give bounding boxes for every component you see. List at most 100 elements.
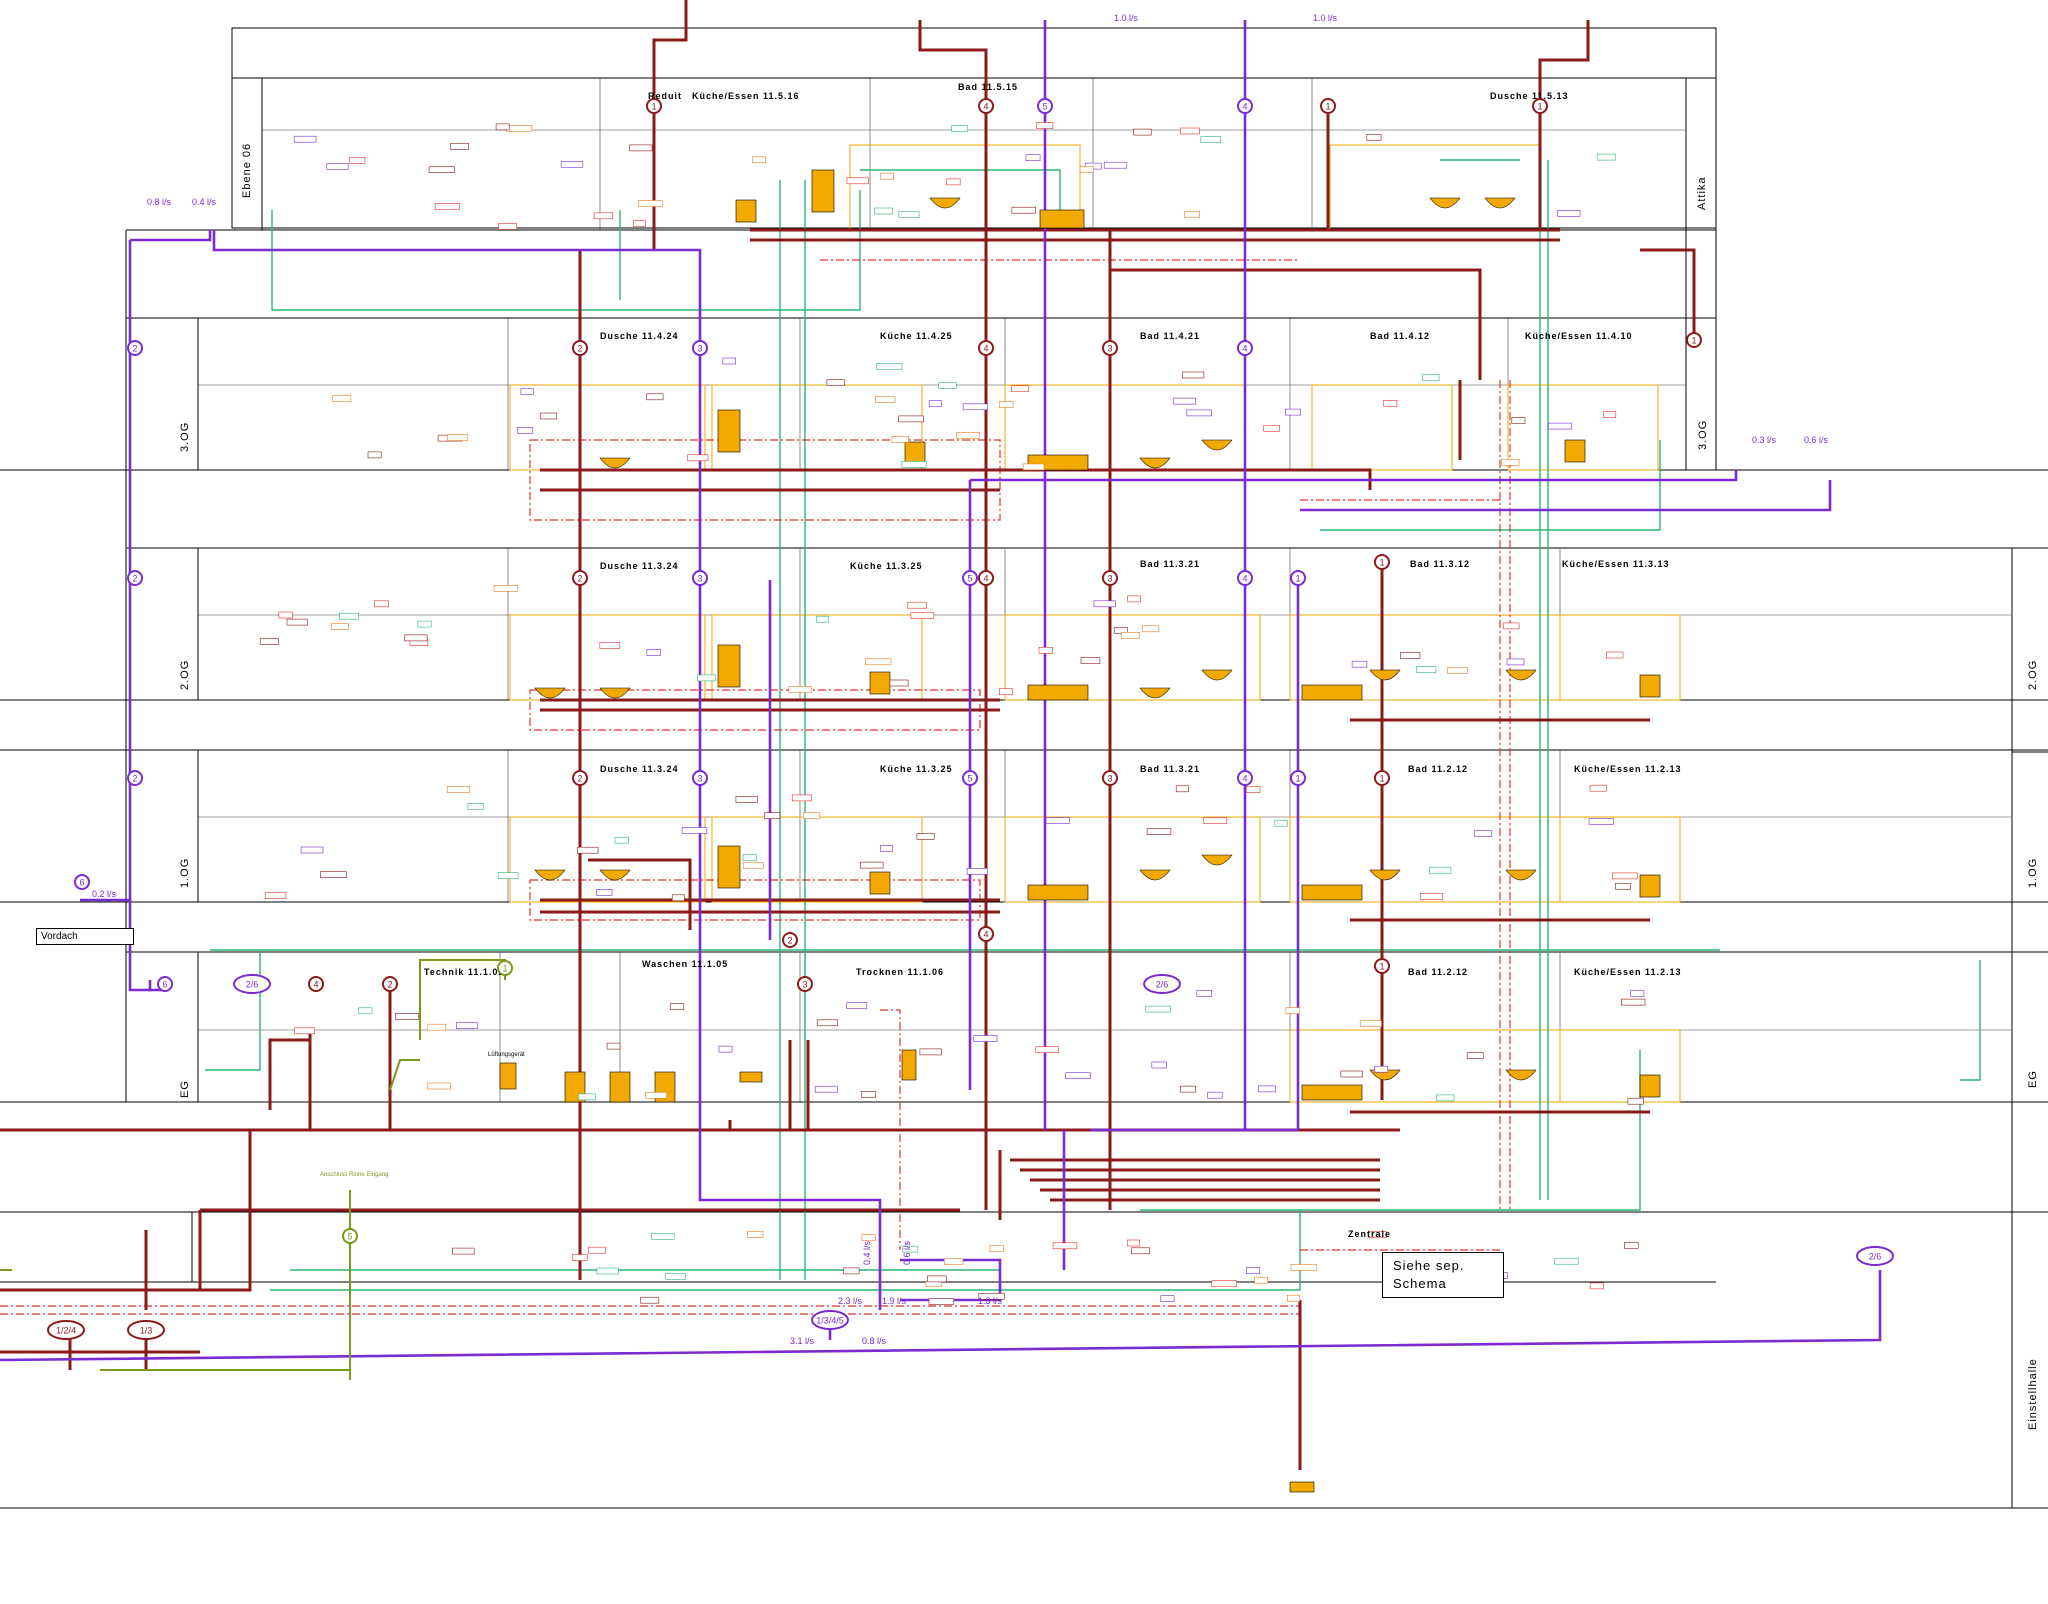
tag-box xyxy=(1079,166,1094,173)
pipe-marker-oval: 2/6 xyxy=(1143,974,1181,994)
tag-box xyxy=(1196,989,1213,997)
pipe-marker-label: 3 xyxy=(697,774,702,784)
washbasin-icon xyxy=(1369,869,1401,881)
tag-box xyxy=(665,1273,686,1280)
tag-box xyxy=(560,161,584,168)
pipe-marker: 3 xyxy=(1102,340,1118,356)
tag-box xyxy=(1416,666,1437,674)
pipe-marker-label: 5 xyxy=(347,1232,352,1242)
tag-box xyxy=(752,156,766,164)
tag-box xyxy=(1180,1085,1196,1093)
tag-box xyxy=(1184,211,1200,218)
tag-box xyxy=(1263,424,1280,432)
washbasin-icon xyxy=(1369,669,1401,681)
room-dusche-1og: Dusche 11.3.24 xyxy=(600,764,679,774)
tag-box xyxy=(1175,785,1189,793)
tag-box xyxy=(1025,154,1041,161)
tag-box xyxy=(735,796,758,803)
tag-box xyxy=(1200,136,1221,143)
tag-box xyxy=(999,401,1014,408)
pipe-marker: 2 xyxy=(382,976,398,992)
flow-top-left: 1.0 l/s xyxy=(1114,13,1139,23)
pipe-marker-label: 4 xyxy=(1242,574,1247,584)
tag-box xyxy=(1474,830,1493,837)
pipe-marker-label: 3 xyxy=(1107,574,1112,584)
pipe-marker: 4 xyxy=(1237,770,1253,786)
pipe-marker: 2 xyxy=(572,570,588,586)
tag-box xyxy=(1383,399,1398,407)
room-kueche-eg: Küche/Essen 11.2.13 xyxy=(1574,967,1682,977)
bathtub-icon xyxy=(1301,684,1363,701)
tag-box xyxy=(455,1022,478,1030)
pipe-marker: 3 xyxy=(692,570,708,586)
pipe-marker: 1 xyxy=(1374,554,1390,570)
tag-box xyxy=(447,434,469,441)
tag-box xyxy=(747,1231,764,1238)
room-bad-11412: Bad 11.4.12 xyxy=(1370,331,1430,341)
level-attika: Attika xyxy=(1696,176,1708,210)
tag-box xyxy=(596,889,613,896)
tag-box xyxy=(331,623,349,631)
pipe-marker-label: 4 xyxy=(313,980,318,990)
tag-box xyxy=(898,211,920,218)
tag-box xyxy=(669,1003,685,1010)
pipe-marker-oval: 2/6 xyxy=(1856,1246,1894,1266)
tag-box xyxy=(978,1293,1005,1300)
tag-box xyxy=(803,812,821,819)
tag-box xyxy=(916,833,935,840)
tag-box xyxy=(743,862,764,869)
tag-box xyxy=(1340,1070,1363,1078)
tag-box xyxy=(1501,458,1520,466)
lueftungsgeraet-label: Lüftungsgerät xyxy=(488,1052,525,1058)
flow-mid-b: 0.6 l/s xyxy=(902,1240,912,1265)
room-technik: Technik 11.1.02 xyxy=(424,967,504,977)
pipe-marker-oval-label: 1/3 xyxy=(140,1326,153,1336)
pipe-marker-label: 1 xyxy=(1295,574,1300,584)
room-kueche-1og: Küche 11.3.25 xyxy=(880,764,953,774)
pipe-marker: 2 xyxy=(572,770,588,786)
tag-box xyxy=(1548,422,1572,430)
tag-box xyxy=(646,393,664,401)
pipe-marker: 2 xyxy=(127,770,143,786)
tag-box xyxy=(332,395,352,402)
siehe-line-1: Siehe sep. xyxy=(1393,1258,1465,1273)
flow-bot-b: 1.9 l/s xyxy=(882,1296,907,1306)
washbasin-icon xyxy=(599,687,631,699)
pipe-marker-label: 1 xyxy=(1379,962,1384,972)
roof-band xyxy=(231,27,1717,79)
bathtub-icon xyxy=(1027,884,1089,901)
room-bad-11515: Bad 11.5.15 xyxy=(958,82,1018,92)
pipe-marker-label: 3 xyxy=(1107,774,1112,784)
tag-box xyxy=(742,854,757,861)
tag-box xyxy=(493,584,519,592)
tag-box xyxy=(1368,1231,1388,1238)
tag-box xyxy=(1246,786,1261,793)
tag-box xyxy=(452,1247,475,1255)
washbasin-icon xyxy=(1139,687,1171,699)
tag-box xyxy=(1151,1061,1167,1069)
pipe-marker-oval-label: 1/3/4/5 xyxy=(816,1316,844,1326)
siehe-line-2: Schema xyxy=(1393,1276,1447,1291)
room-bad-1og: Bad 11.3.21 xyxy=(1140,764,1200,774)
tag-box xyxy=(374,600,389,608)
stove-icon xyxy=(1639,874,1661,898)
level-labels: Ebene 06 Attika 3.OG 3.OG 2.OG 2.OG 1.OG… xyxy=(179,143,2039,1430)
level-2og-left: 2.OG xyxy=(179,660,191,690)
room-kueche-11516: Küche/Essen 11.5.16 xyxy=(692,91,800,101)
tag-box xyxy=(1160,1295,1175,1302)
tag-box xyxy=(816,615,829,623)
tag-box xyxy=(1145,1005,1171,1013)
level-eg-left: EG xyxy=(179,1080,191,1098)
level-band-eg xyxy=(125,951,199,1103)
tag-box xyxy=(651,1233,675,1240)
pipe-marker: 4 xyxy=(978,340,994,356)
tag-box xyxy=(320,871,347,878)
pipe-marker-label: 1 xyxy=(1325,102,1330,112)
pipe-marker: 4 xyxy=(1237,98,1253,114)
bathtub-icon xyxy=(1301,884,1363,901)
tag-box xyxy=(998,688,1013,696)
pipe-marker: 4 xyxy=(1237,340,1253,356)
washbasin-icon xyxy=(599,457,631,469)
flow-bot-c: 1.3 l/s xyxy=(978,1296,1003,1306)
